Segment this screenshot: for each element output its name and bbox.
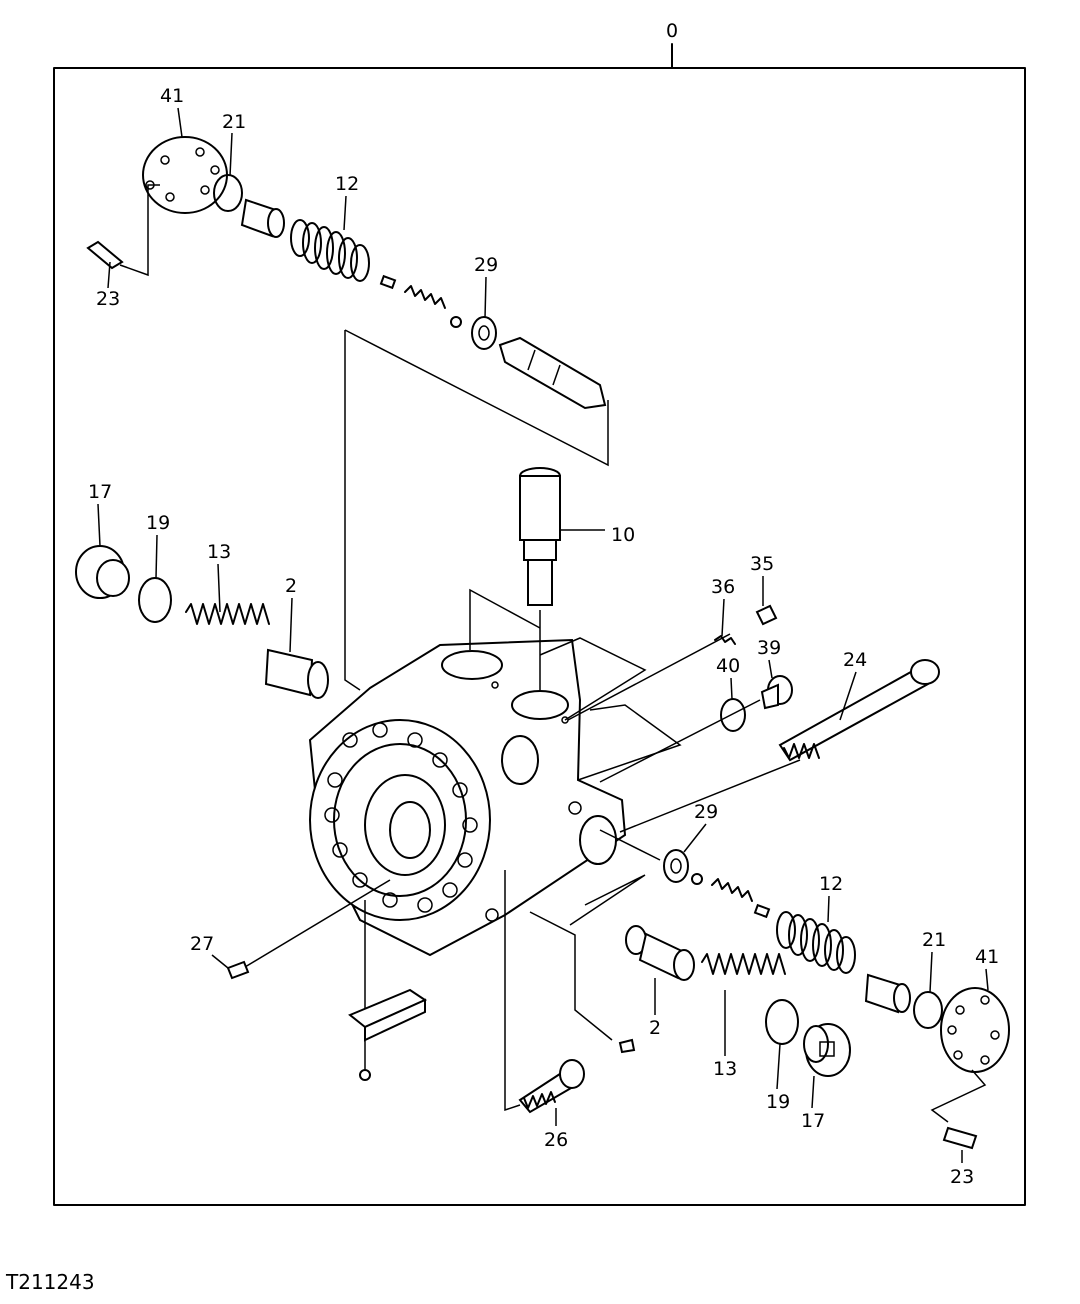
callout-21-lower: 21 [922, 929, 946, 951]
bracket [348, 988, 428, 1042]
o-ring-19-left [138, 577, 172, 623]
callout-41-lower: 41 [975, 946, 999, 968]
sleeve-lower [864, 973, 902, 1014]
o-ring-19-lower [765, 999, 799, 1045]
callout-41-upper: 41 [160, 85, 184, 107]
callout-13-lower: 13 [713, 1058, 737, 1080]
callout-21-upper: 21 [222, 111, 246, 133]
o-ring-21-lower [913, 991, 943, 1029]
spring-13-left [185, 603, 270, 625]
pump-housing [308, 638, 627, 957]
spring-12-upper [290, 219, 370, 282]
upper-spool-group [86, 136, 607, 410]
callout-35: 35 [750, 553, 774, 575]
callout-12-upper: 12 [335, 173, 359, 195]
plug-39 [760, 675, 793, 710]
callout-2-lower: 2 [649, 1017, 661, 1039]
callout-27: 27 [190, 933, 214, 955]
bolt-26 [518, 1059, 585, 1114]
callout-10: 10 [611, 524, 635, 546]
washer-29-upper [471, 316, 497, 350]
callout-29-upper: 29 [474, 254, 498, 276]
callout-13-left: 13 [207, 541, 231, 563]
relief-valve-10 [519, 467, 605, 606]
callout-39: 39 [757, 637, 781, 659]
callout-29-lower: 29 [694, 801, 718, 823]
spool-upper [498, 336, 607, 410]
bolt-24 [778, 659, 940, 762]
pin-27 [226, 960, 250, 980]
callout-24: 24 [843, 649, 867, 671]
bolt-23-upper [86, 240, 124, 270]
lower-piston-group [625, 925, 851, 1077]
spring-12-lower [776, 911, 856, 974]
callout-19-lower: 19 [766, 1091, 790, 1113]
callout-23-upper: 23 [96, 288, 120, 310]
cover-plate-41-upper [142, 136, 228, 214]
assembly-frame [53, 67, 1026, 1206]
callout-17-lower: 17 [801, 1110, 825, 1132]
callout-40: 40 [716, 655, 740, 677]
callout-assembly: 0 [666, 20, 678, 42]
o-ring-40 [720, 698, 746, 732]
figure-id: T211243 [6, 1270, 95, 1294]
callout-23-lower: 23 [950, 1166, 974, 1188]
callout-12-lower: 12 [819, 873, 843, 895]
bolt-23-lower [942, 1126, 978, 1150]
washer-29-lower [663, 849, 689, 883]
callout-19-left: 19 [146, 512, 170, 534]
plug-35 [755, 604, 778, 626]
callout-17-left: 17 [88, 481, 112, 503]
set-screw-36 [714, 635, 736, 645]
callout-2-left: 2 [285, 575, 297, 597]
callout-labels: 0 41 21 12 23 29 17 19 13 2 10 35 36 39 … [88, 20, 999, 1188]
left-piston-group [75, 545, 329, 699]
callout-36: 36 [711, 576, 735, 598]
spring-13-lower [701, 953, 786, 975]
callout-26: 26 [544, 1129, 568, 1151]
o-ring-21-upper [213, 174, 243, 212]
cover-plate-41-lower [940, 987, 1010, 1073]
piston-2-left [264, 648, 314, 697]
lower-spool-group [663, 849, 1010, 1150]
